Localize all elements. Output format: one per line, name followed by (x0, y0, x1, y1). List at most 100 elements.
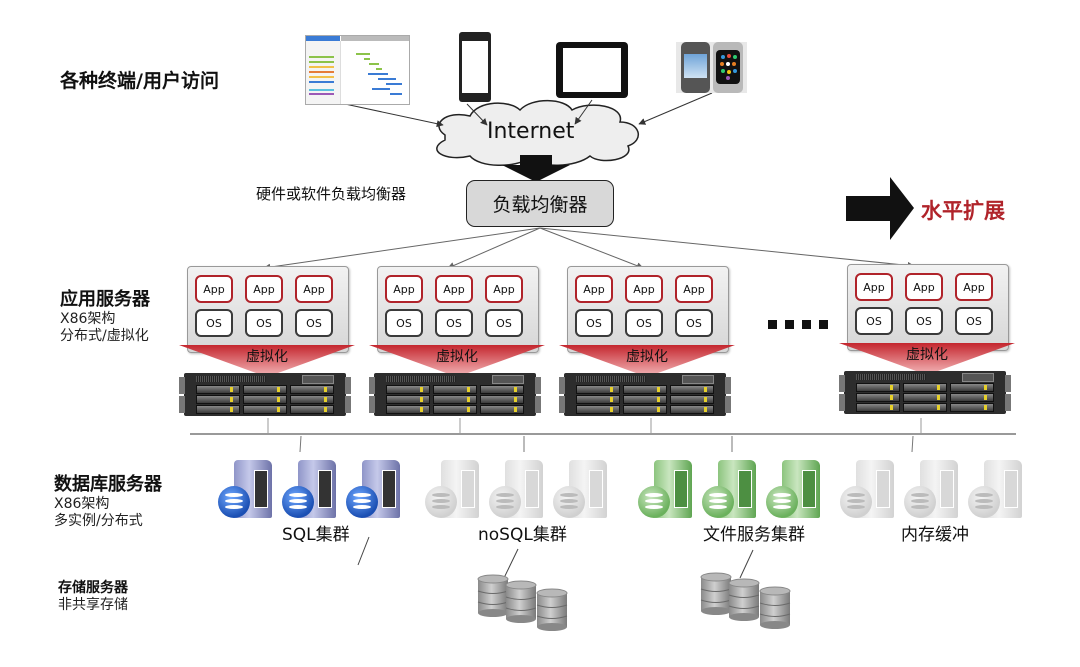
app-cell[interactable]: App (245, 275, 283, 303)
database-server-icon (766, 460, 824, 520)
app-label: App (253, 282, 275, 296)
os-cell[interactable]: OS (575, 309, 613, 337)
tablet-icon (556, 42, 628, 98)
arrow-phone-internet (466, 103, 488, 126)
app-servers-line: X86架构 (60, 311, 116, 327)
app-cell[interactable]: App (295, 275, 333, 303)
os-label: OS (396, 316, 412, 330)
virtualization-arrow-icon (559, 345, 735, 377)
os-cell[interactable]: OS (675, 309, 713, 337)
virtualization-arrow-icon (369, 345, 545, 377)
os-cell[interactable]: OS (195, 309, 233, 337)
os-cell[interactable]: OS (905, 307, 943, 335)
os-cell[interactable]: OS (245, 309, 283, 337)
cluster-label: SQL集群 (282, 525, 350, 545)
os-cell[interactable]: OS (855, 307, 893, 335)
virtualization-arrow-icon (179, 345, 355, 377)
database-server-icon (840, 460, 898, 520)
database-server-icon (968, 460, 1026, 520)
storage-disk-icon (759, 586, 791, 630)
app-label: App (493, 282, 515, 296)
storage-servers-label: 存储服务器 非共享存储 (58, 577, 128, 614)
cluster-label: noSQL集群 (478, 525, 567, 545)
rack-server-icon (369, 373, 541, 416)
os-cell[interactable]: OS (295, 309, 333, 337)
storage-disk-icon (477, 574, 509, 618)
storage-disk-icon (700, 572, 732, 616)
app-cell[interactable]: App (625, 275, 663, 303)
cluster-label: 文件服务集群 (703, 525, 805, 545)
app-cell[interactable]: App (575, 275, 613, 303)
database-server-icon (425, 460, 483, 520)
app-label: App (393, 282, 415, 296)
storage-disk-icon (536, 588, 568, 632)
down-arrow-icon (502, 155, 570, 182)
os-cell[interactable]: OS (485, 309, 523, 337)
app-label: App (913, 280, 935, 294)
os-cell[interactable]: OS (625, 309, 663, 337)
laptop-screen-icon (305, 35, 410, 105)
storage-disk-icon (505, 580, 537, 624)
database-server-icon (702, 460, 760, 520)
os-label: OS (586, 316, 602, 330)
load-balancer-note: 硬件或软件负载均衡器 (256, 185, 407, 203)
db-servers-label: 数据库服务器 X86架构 多实例/分布式 (54, 470, 162, 530)
os-label: OS (916, 314, 932, 328)
os-label: OS (306, 316, 322, 330)
app-cell[interactable]: App (855, 273, 893, 301)
scale-out-label: 水平扩展 (921, 199, 1005, 223)
database-server-icon (489, 460, 547, 520)
internet-label: Internet (487, 119, 575, 144)
database-server-icon (346, 460, 404, 520)
virtualization-label: 虚拟化 (626, 349, 668, 365)
database-server-icon (282, 460, 340, 520)
os-label: OS (686, 316, 702, 330)
internet-cloud (436, 99, 639, 166)
os-label: OS (446, 316, 462, 330)
db-servers-title: 数据库服务器 (54, 474, 162, 495)
scale-out-arrow-icon (846, 177, 914, 240)
database-server-icon (904, 460, 962, 520)
app-cell[interactable]: App (435, 275, 473, 303)
os-label: OS (866, 314, 882, 328)
os-cell[interactable]: OS (385, 309, 423, 337)
app-cell[interactable]: App (905, 273, 943, 301)
rack-server-icon (559, 373, 731, 416)
db-servers-line: 多实例/分布式 (54, 513, 143, 529)
load-balancer-label: 负载均衡器 (492, 194, 588, 216)
os-label: OS (966, 314, 982, 328)
database-server-icon (638, 460, 696, 520)
arrow-desktop-internet (344, 103, 444, 128)
os-label: OS (496, 316, 512, 330)
rack-server-icon (179, 373, 351, 416)
ellipsis-icon (768, 320, 828, 329)
virtualization-label: 虚拟化 (246, 349, 288, 365)
storage-servers-line: 非共享存储 (58, 597, 128, 613)
os-cell[interactable]: OS (955, 307, 993, 335)
app-label: App (633, 282, 655, 296)
app-cell[interactable]: App (195, 275, 233, 303)
watch-icon (676, 42, 747, 93)
app-label: App (683, 282, 705, 296)
storage-disk-icon (728, 578, 760, 622)
app-cell[interactable]: App (675, 275, 713, 303)
app-servers-line: 分布式/虚拟化 (60, 328, 149, 344)
virtualization-label: 虚拟化 (906, 347, 948, 363)
app-servers-title: 应用服务器 (60, 289, 150, 310)
cluster-label: 内存缓冲 (901, 525, 969, 545)
app-label: App (963, 280, 985, 294)
app-label: App (443, 282, 465, 296)
app-cell[interactable]: App (485, 275, 523, 303)
os-cell[interactable]: OS (435, 309, 473, 337)
database-server-icon (218, 460, 276, 520)
app-cell[interactable]: App (955, 273, 993, 301)
app-label: App (203, 282, 225, 296)
os-label: OS (636, 316, 652, 330)
load-balancer-box[interactable]: 负载均衡器 (466, 180, 614, 227)
app-cell[interactable]: App (385, 275, 423, 303)
